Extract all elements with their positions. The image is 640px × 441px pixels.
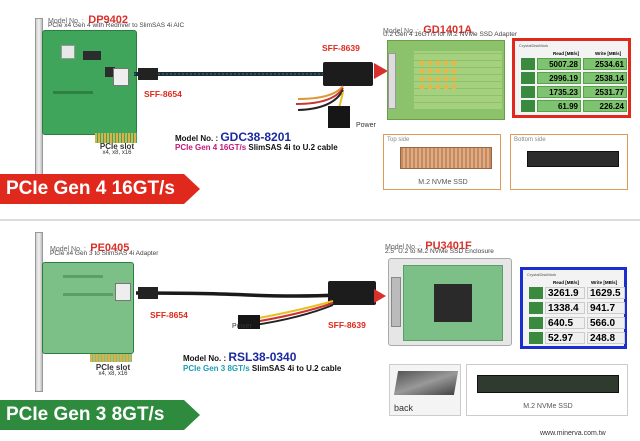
slimsas-port-icon	[115, 283, 131, 301]
bottom-back-photo: back	[389, 364, 461, 416]
top-sff-right: SFF-8639	[322, 43, 360, 53]
bottom-pcie-slot-label: PCIe slot x4, x8, x16	[95, 363, 131, 378]
ssd-icon	[477, 375, 619, 393]
top-cable	[134, 62, 373, 128]
top-card-desc: PCIe x4 Gen 4 with Redriver to SlimSAS 4…	[48, 22, 185, 29]
bench-row: 640.5 566.0	[529, 317, 625, 330]
arrow-right-icon	[374, 63, 388, 79]
bench-row: 1338.4 941.7	[529, 302, 625, 315]
bottom-card-pcb	[42, 262, 134, 354]
bench-row: 3261.9 1629.5	[529, 287, 625, 300]
bottom-sff-right: SFF-8639	[328, 320, 366, 330]
top-ssd-topside-photo: Top side M.2 NVMe SSD	[383, 134, 501, 190]
top-cable-desc: PCIe Gen 4 16GT/s SlimSAS 4i to U.2 cabl…	[175, 143, 338, 152]
chip-icon	[61, 45, 75, 59]
section-divider	[0, 219, 640, 221]
bottom-benchmark: CrystalDiskMark Read [MB/s] Write [MB/s]…	[520, 267, 627, 349]
top-ssd-bottomside-photo: Bottom side	[510, 134, 628, 190]
bottom-enclosure-desc: 2.5" U.2 to M.2 NVMe SSD Enclosure	[385, 248, 494, 255]
u2-connector-icon	[391, 277, 401, 327]
bench-row: 5007.28 2534.61	[521, 58, 627, 71]
m2-slot-icon	[434, 284, 472, 322]
top-adapter-desc: U.2 Gen 4 16GT/s for M.2 NVMe SSD Adapte…	[383, 31, 518, 38]
top-speed-banner: PCIe Gen 4 16GT/s	[0, 174, 200, 204]
arrow-right-icon	[374, 289, 386, 303]
bottom-power-label: Power	[232, 323, 252, 330]
bottom-sff-left: SFF-8654	[150, 310, 188, 320]
ssd-icon	[527, 151, 619, 167]
bench-row: 2996.19 2538.14	[521, 72, 627, 85]
top-sff-left: SFF-8654	[144, 89, 182, 99]
bottom-cable-desc: PCIe Gen 3 8GT/s SlimSAS 4i to U.2 cable	[183, 364, 342, 373]
top-card-model: Model No. : DP9402	[48, 14, 129, 26]
u2-connector-icon	[388, 53, 396, 109]
chip-icon	[83, 51, 101, 60]
enclosure-back-icon	[393, 371, 459, 395]
bottom-ssd-photo: M.2 NVMe SSD	[466, 364, 628, 416]
gold-fingers	[95, 133, 137, 143]
bottom-speed-banner: PCIe Gen 3 8GT/s	[0, 400, 200, 430]
bottom-enclosure-model: Model No. : PU3401F	[385, 240, 472, 252]
top-adapter-model: Model No. : GD1401A	[383, 24, 473, 36]
slimsas-port-icon	[113, 68, 129, 86]
heatsink-icon	[400, 147, 492, 169]
bench-row: 1735.23 2531.77	[521, 86, 627, 99]
bench-row: 61.99 226.24	[521, 100, 627, 113]
bottom-card-model: Model No. : PE0405	[50, 242, 130, 254]
top-benchmark: CrystalDiskMark Read [MB/s] Write [MB/s]…	[512, 38, 631, 118]
bench-row: 52.97 248.8	[529, 332, 625, 345]
chip-icon	[105, 67, 115, 77]
bottom-cable	[135, 281, 376, 329]
bottom-cable-model: Model No. : RSL38-0340	[183, 350, 297, 364]
bottom-card-desc: PCIe x4 Gen 3 to SlimSAS 4i Adapter	[50, 250, 159, 257]
top-cable-model: Model No. : GDC38-8201	[175, 130, 292, 144]
bottom-enclosure	[388, 258, 512, 346]
footer-url: www.minerva.com.tw	[540, 430, 606, 437]
top-pcie-slot-label: PCIe slot x4, x8, x16	[99, 142, 135, 157]
top-adapter-board	[387, 40, 505, 120]
gold-fingers	[90, 354, 132, 362]
top-power-label: Power	[356, 122, 376, 129]
